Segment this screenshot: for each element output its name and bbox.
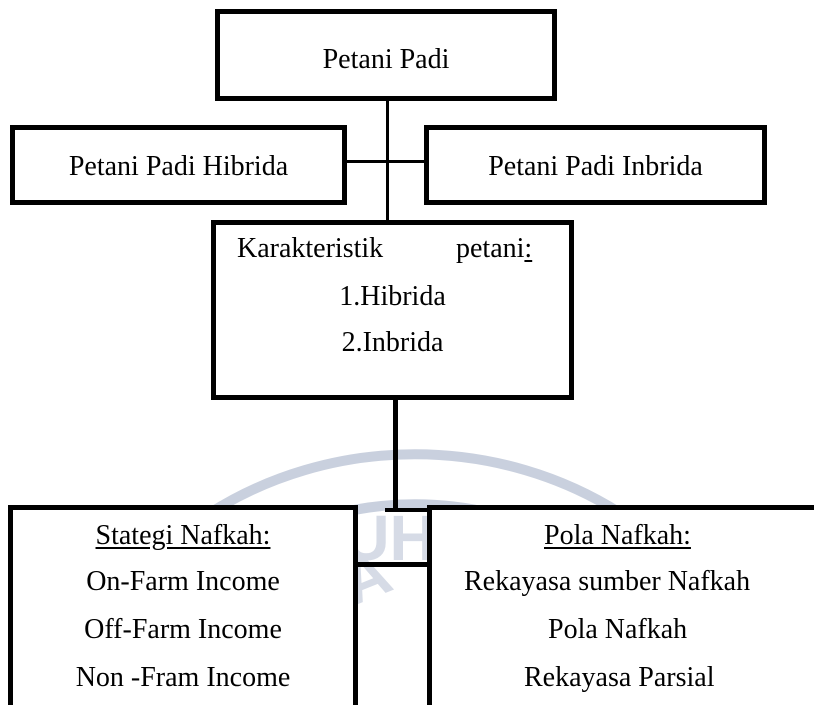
- stategi-nafkah-title: Stategi Nafkah:: [95, 520, 271, 551]
- node-petani-padi-inbrida-label: Petani Padi Inbrida: [488, 151, 703, 182]
- pola-item-pola-nafkah: Pola Nafkah: [548, 614, 688, 645]
- karakteristik-item-inbrida: 2.Inbrida: [341, 327, 444, 358]
- node-pola-nafkah: Pola Nafkah: Rekayasa sumber Nafkah Pola…: [427, 505, 814, 705]
- node-stategi-nafkah: Stategi Nafkah: On-Farm Income Off-Farm …: [8, 505, 358, 705]
- connector-stub-lower: [355, 562, 430, 567]
- stategi-item-on-farm: On-Farm Income: [86, 566, 280, 597]
- node-petani-padi-hibrida: Petani Padi Hibrida: [10, 125, 347, 205]
- stategi-item-non-farm: Non -Fram Income: [75, 662, 291, 693]
- pola-nafkah-title: Pola Nafkah:: [544, 520, 691, 551]
- connector-stub-upper: [385, 508, 430, 512]
- node-petani-padi-inbrida: Petani Padi Inbrida: [424, 125, 767, 205]
- node-petani-padi-hibrida-label: Petani Padi Hibrida: [68, 151, 289, 182]
- karakteristik-word: Karakteristik: [237, 233, 384, 264]
- node-petani-padi: Petani Padi: [215, 9, 557, 101]
- stategi-item-off-farm: Off-Farm Income: [84, 614, 282, 645]
- petani-word: petani:: [456, 233, 533, 264]
- pola-item-rekayasa-sumber: Rekayasa sumber Nafkah: [464, 566, 751, 597]
- connector-horizontal: [345, 160, 429, 163]
- node-karakteristik-petani: Karakteristik petani: 1.Hibrida 2.Inbrid…: [211, 220, 574, 400]
- connector-mid-to-bottom: [393, 398, 398, 508]
- pola-item-rekayasa-parsial: Rekayasa Parsial: [524, 662, 715, 693]
- karakteristik-item-hibrida: 1.Hibrida: [339, 281, 446, 312]
- node-petani-padi-label: Petani Padi: [322, 44, 450, 75]
